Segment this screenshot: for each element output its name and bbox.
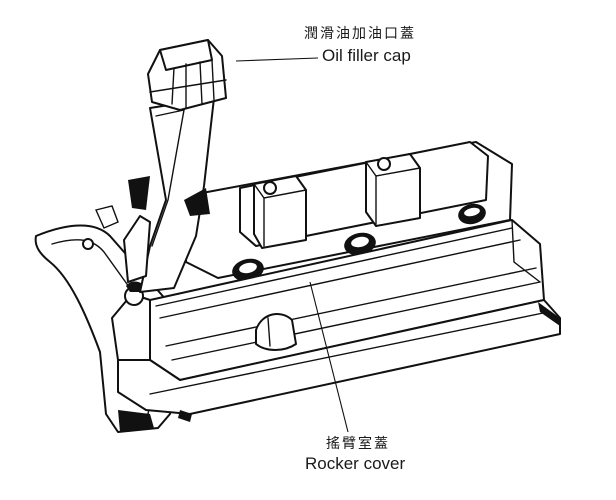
oil-filler-cap-leader bbox=[235, 57, 319, 62]
coil-box-left bbox=[253, 175, 307, 249]
oil-filler-neck bbox=[123, 97, 215, 293]
oil-filler-cap-label-en: Oil filler cap bbox=[322, 46, 411, 65]
oil-filler-cap-label-zh: 潤滑油加油口蓋 bbox=[304, 26, 416, 42]
oil-filler-cap bbox=[147, 39, 227, 111]
rocker-cover-label-zh: 搖臂室蓋 bbox=[326, 436, 390, 452]
rocker-cover bbox=[111, 141, 561, 422]
rocker-cover-leader bbox=[309, 281, 349, 433]
rocker-cover-label-en: Rocker cover bbox=[305, 454, 406, 473]
coil-box-right bbox=[365, 153, 421, 227]
